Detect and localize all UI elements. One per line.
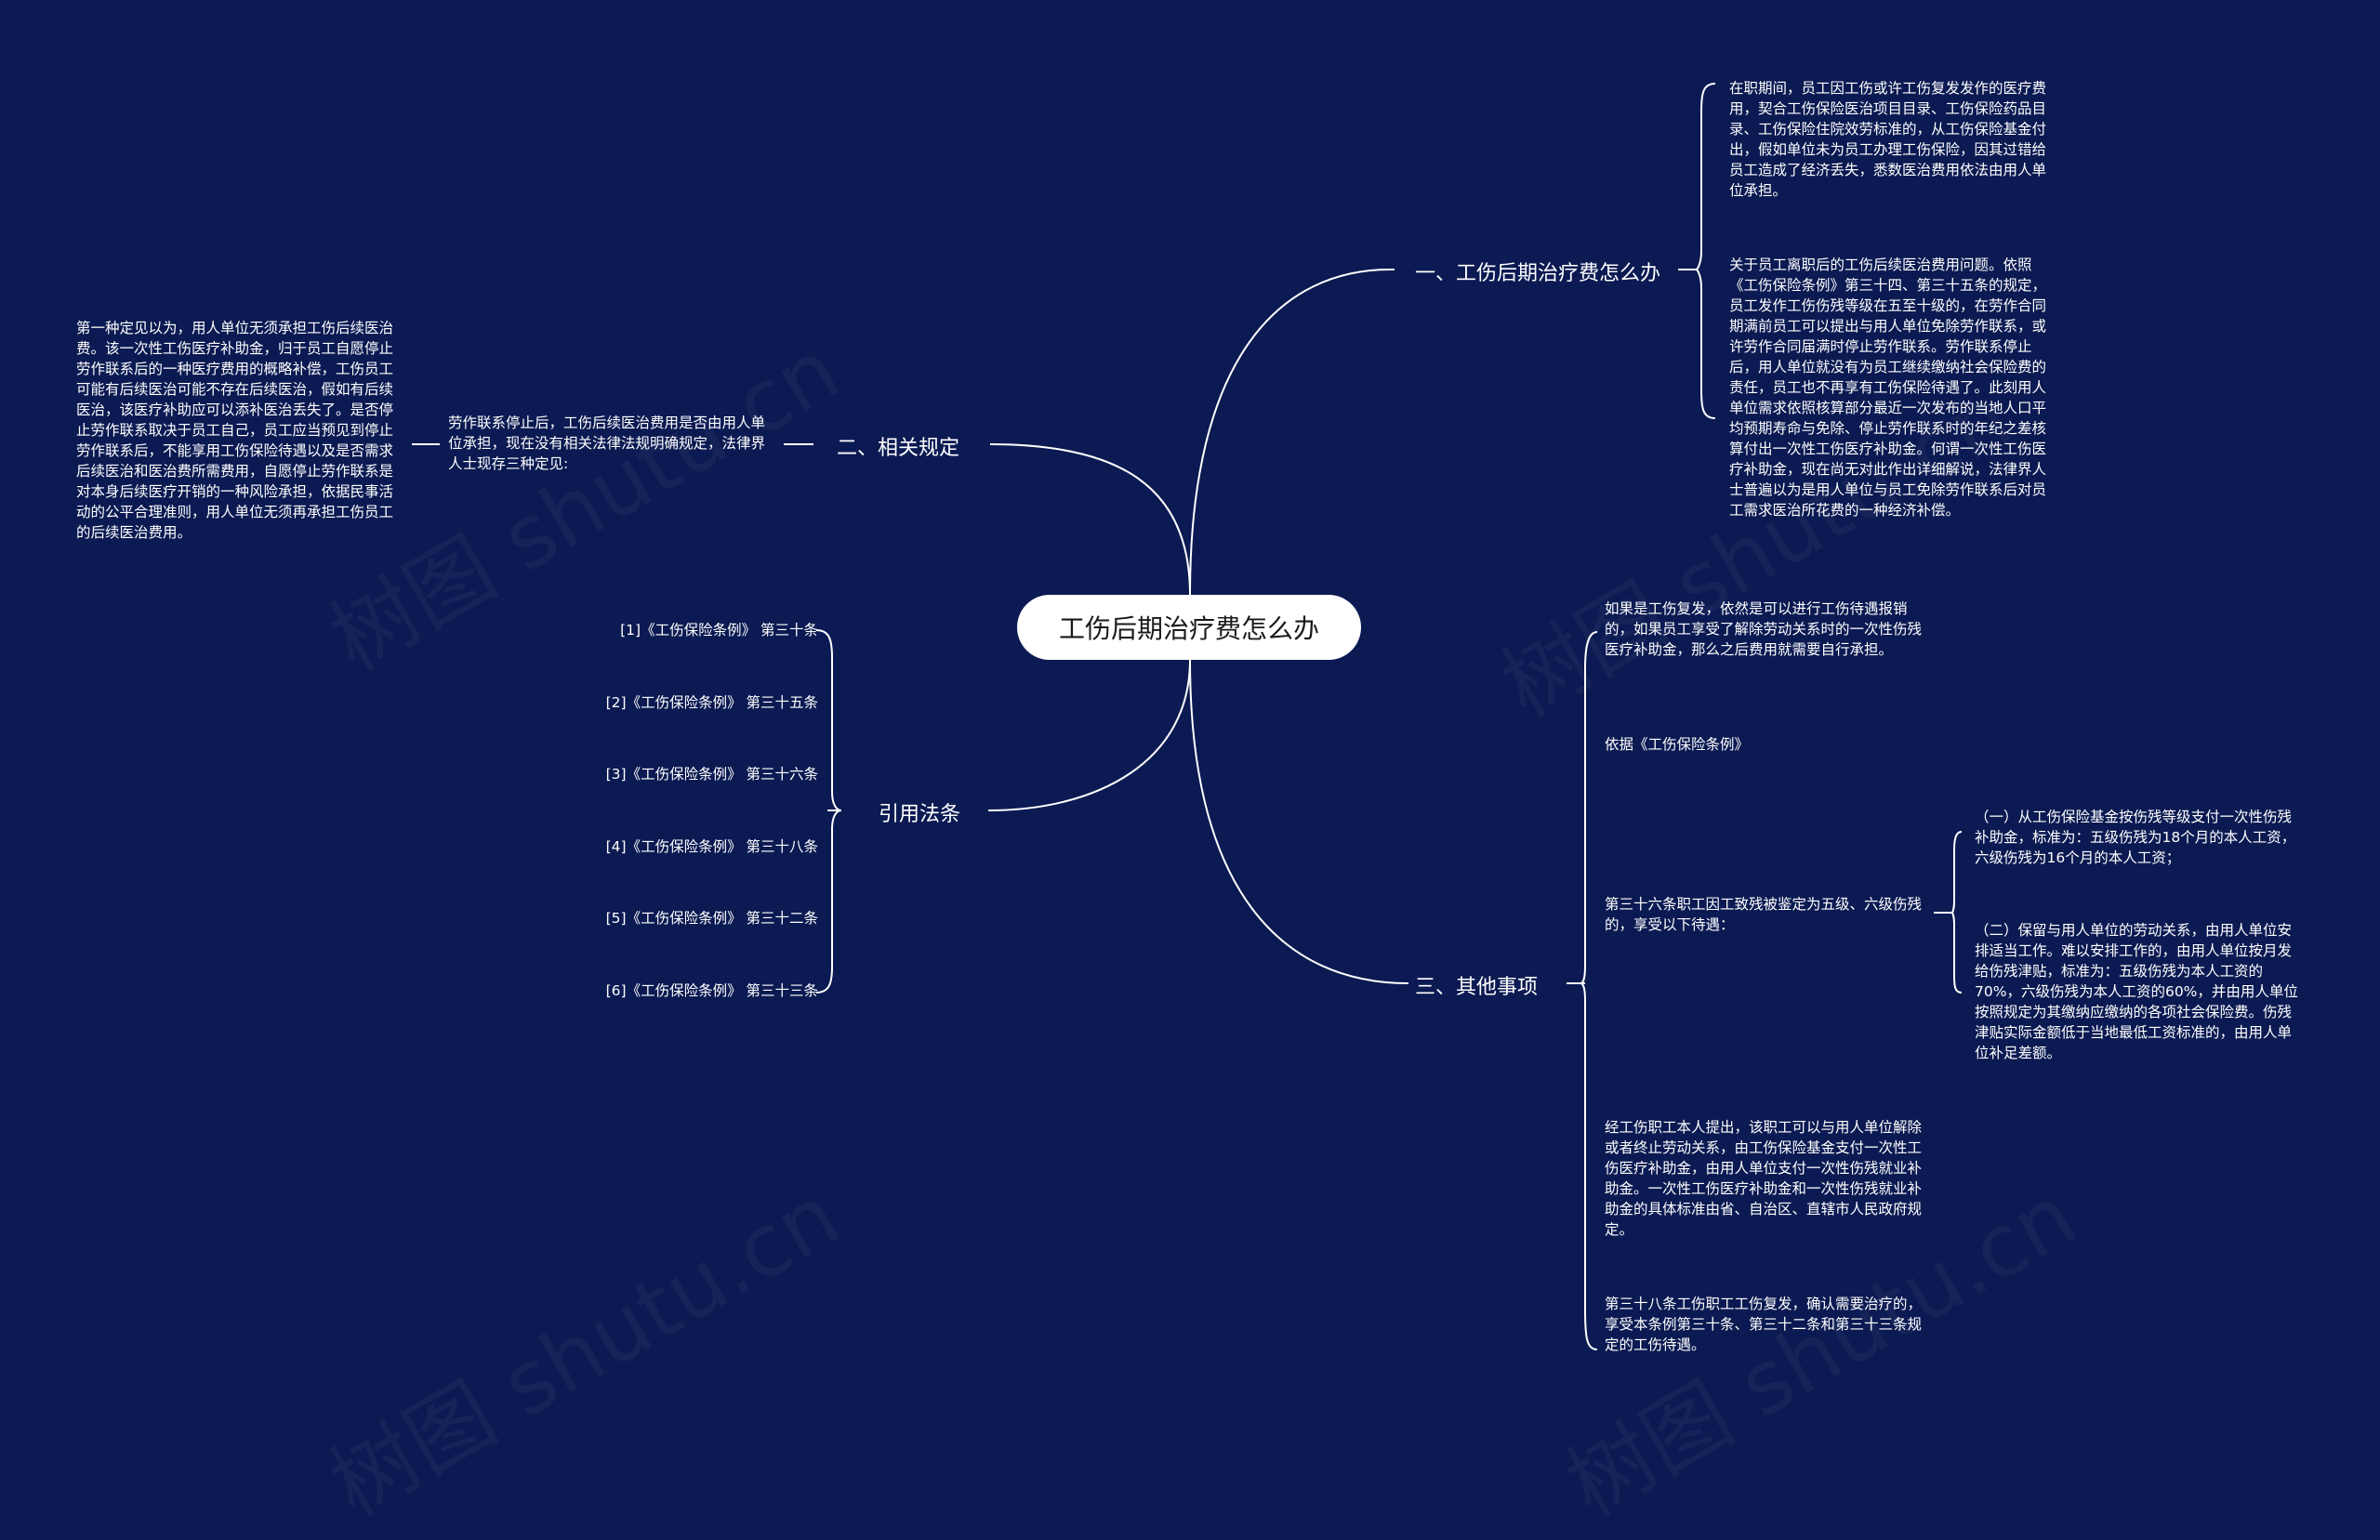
connector-root-b2 xyxy=(989,443,1191,596)
branch-3[interactable]: 三、其他事项 xyxy=(1415,976,1539,999)
connector-root-b1 xyxy=(1189,269,1391,596)
b3-leaf-4: 经工伤职工本人提出，该职工可以与用人单位解除或者终止劳动关系，由工伤保险基金支付… xyxy=(1605,1119,1923,1238)
connector-lines xyxy=(412,83,1963,1350)
branch-1[interactable]: 一、工伤后期治疗费怎么办 xyxy=(1415,262,1661,285)
ref-item[interactable]: [1]《工伤保险条例》 第三十条 xyxy=(620,622,818,638)
b4-bracket xyxy=(815,629,842,994)
b1-bracket xyxy=(1695,83,1716,419)
b1-leaf-2: 关于员工离职后的工伤后续医治费用问题。依照《工伤保险条例》第三十四、第三十五条的… xyxy=(1729,257,2047,519)
b3-leaf-1: 如果是工伤复发，依然是可以进行工伤待遇报销的，如果员工享受了解除劳动关系时的一次… xyxy=(1605,600,1923,658)
ref-item[interactable]: [6]《工伤保险条例》 第三十三条 xyxy=(605,982,818,999)
branch-4[interactable]: 引用法条 xyxy=(879,803,961,826)
root-node[interactable]: 工伤后期治疗费怎么办 xyxy=(1017,595,1361,660)
connector-root-b3 xyxy=(1189,659,1409,984)
b2-mid-text: 劳作联系停止后，工伤后续医治费用是否由用人单位承担，现在没有相关法律法规明确规定… xyxy=(448,415,766,472)
ref-item[interactable]: [2]《工伤保险条例》 第三十五条 xyxy=(605,694,818,711)
connector-root-b4 xyxy=(987,659,1191,811)
b3-sub-bracket xyxy=(1950,831,1963,994)
b3-sub-2: （二）保留与用人单位的劳动关系，由用人单位安排适当工作。难以安排工作的，由用人单… xyxy=(1975,922,2298,1061)
b3-bracket xyxy=(1580,631,1598,1350)
b3-leaf-2: 依据《工伤保险条例》 xyxy=(1605,736,1750,753)
ref-item[interactable]: [5]《工伤保险条例》 第三十二条 xyxy=(605,910,818,927)
b1-leaf-1: 在职期间，员工因工伤或许工伤复发发作的医疗费用，契合工伤保险医治项目目录、工伤保… xyxy=(1729,80,2047,199)
b2-leaf-1: 第一种定见以为，用人单位无须承担工伤后续医治费。该一次性工伤医疗补助金，归于员工… xyxy=(76,320,394,541)
b3-sub-1: （一）从工伤保险基金按伤残等级支付一次性伤残补助金，标准为：五级伤残为18个月的… xyxy=(1975,809,2296,866)
b3-leaf-5: 第三十八条工伤职工工伤复发，确认需要治疗的，享受本条例第三十条、第三十二条和第三… xyxy=(1605,1296,1923,1353)
b3-leaf-3: 第三十六条职工因工致残被鉴定为五级、六级伤残的，享受以下待遇： xyxy=(1605,896,1923,933)
ref-item[interactable]: [3]《工伤保险条例》 第三十六条 xyxy=(605,766,818,783)
branch-2[interactable]: 二、相关规定 xyxy=(837,437,960,460)
ref-item[interactable]: [4]《工伤保险条例》 第三十八条 xyxy=(605,838,818,855)
